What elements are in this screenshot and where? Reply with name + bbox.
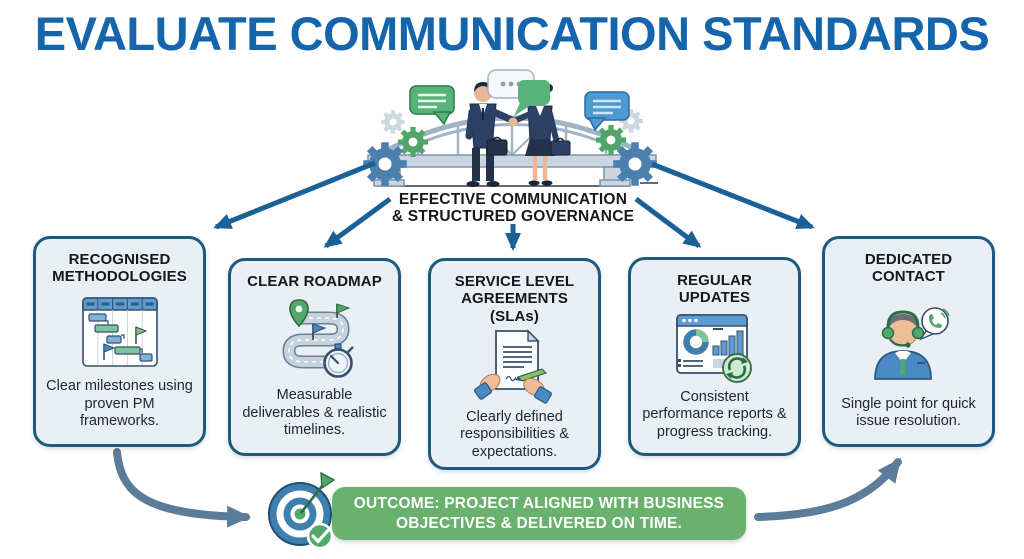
handshake bbox=[508, 117, 518, 127]
curved-arrow-to-outcome bbox=[113, 448, 251, 528]
hands bbox=[473, 373, 552, 404]
gear-icon bbox=[398, 127, 428, 157]
card-clear-roadmap: CLEAR ROADMAP bbox=[228, 258, 401, 456]
card-dedicated-contact: DEDICATED CONTACT Single p bbox=[822, 236, 995, 447]
phone-bubble-icon bbox=[918, 306, 950, 341]
card-description: Single point for quick issue resolution. bbox=[841, 395, 976, 430]
gear-icon bbox=[381, 110, 405, 134]
caption-line-1: EFFECTIVE COMMUNICATION bbox=[398, 191, 628, 208]
card-title: REGULAR UPDATES bbox=[677, 272, 752, 307]
caption-line-2: & STRUCTURED GOVERNANCE bbox=[391, 208, 635, 226]
signature-squiggle bbox=[504, 375, 517, 381]
winding-road-map-icon bbox=[281, 298, 354, 378]
card-description: Measurable deliverables & realistic time… bbox=[242, 386, 387, 439]
outcome-banner: OUTCOME: PROJECT ALIGNED WITH BUSINESS O… bbox=[332, 487, 746, 540]
gear-icon bbox=[613, 142, 657, 186]
card-description: Consistent performance reports & progres… bbox=[642, 388, 787, 440]
check-circle-icon bbox=[306, 522, 334, 550]
pen-icon bbox=[514, 368, 547, 382]
refresh-icon bbox=[721, 352, 752, 383]
signed-document-icon bbox=[473, 329, 552, 404]
dashboard-report-refresh-icon bbox=[675, 313, 752, 383]
card-title: CLEAR ROADMAP bbox=[247, 273, 382, 290]
card-title: SERVICE LEVEL AGREEMENTS (SLAs) bbox=[454, 273, 575, 325]
businessman-figure bbox=[465, 82, 518, 187]
card-regular-updates: REGULAR UPDATES bbox=[628, 257, 801, 456]
dart bbox=[299, 471, 336, 514]
card-title: DEDICATED CONTACT bbox=[864, 251, 953, 286]
gear-icon bbox=[363, 142, 407, 186]
card-recognised-methodologies: RECOGNISED METHODOLOGIES bbox=[33, 236, 206, 447]
speech-bubble-dots-center bbox=[487, 69, 550, 116]
card-description: Clear milestones using proven PM framewo… bbox=[46, 377, 193, 430]
milestone-flag-icon bbox=[102, 325, 147, 360]
hair bbox=[887, 313, 918, 329]
location-pin-icon bbox=[288, 298, 309, 327]
card-description: Clearly defined responsibilities & expec… bbox=[460, 408, 569, 461]
card-service-level-agreements: SERVICE LEVEL AGREEMENTS (SLAs) Clearly … bbox=[428, 258, 601, 470]
speech-bubble-blue-right bbox=[584, 91, 630, 132]
blue-flag-icon bbox=[311, 322, 326, 340]
curved-arrow-to-dedicated-contact bbox=[754, 458, 902, 521]
outcome-text-line-1: OUTCOME: PROJECT ALIGNED WITH BUSINESS bbox=[353, 494, 725, 512]
target-dart-check-icon bbox=[268, 471, 336, 550]
speech-bubble-green-left bbox=[409, 85, 455, 126]
bridge-piers bbox=[373, 166, 631, 187]
outcome-text-line-2: OBJECTIVES & DELIVERED ON TIME. bbox=[395, 514, 683, 532]
headset bbox=[881, 310, 924, 348]
support-agent-headset-icon bbox=[873, 306, 950, 380]
stopwatch-icon bbox=[322, 342, 354, 378]
center-caption: EFFECTIVE COMMUNICATION & STRUCTURED GOV… bbox=[338, 191, 688, 225]
page-title: EVALUATE COMMUNICATION STANDARDS bbox=[34, 7, 990, 60]
gantt-chart-icon bbox=[81, 296, 158, 367]
green-flag-icon bbox=[335, 302, 350, 318]
card-title: RECOGNISED METHODOLOGIES bbox=[52, 251, 187, 286]
donut-chart-icon bbox=[682, 328, 709, 355]
handshake-bridge-illustration bbox=[363, 69, 658, 187]
list-lines bbox=[682, 359, 703, 367]
businesswoman-figure bbox=[508, 84, 571, 186]
